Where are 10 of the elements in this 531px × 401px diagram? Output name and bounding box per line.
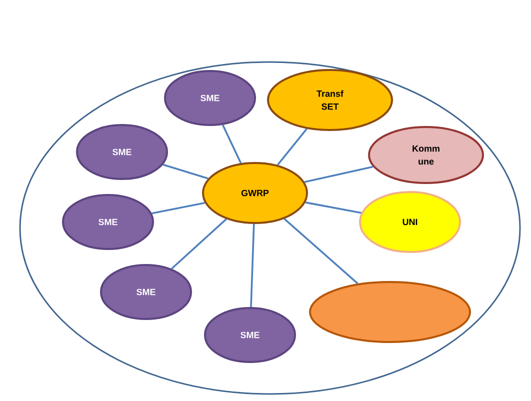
connector-line bbox=[304, 166, 374, 183]
connector-line bbox=[305, 202, 362, 214]
ellipse bbox=[309, 281, 471, 343]
connector-line bbox=[162, 164, 208, 180]
connector-line bbox=[152, 202, 205, 214]
connector-line bbox=[250, 224, 255, 308]
connector-line bbox=[284, 218, 358, 284]
connector-line bbox=[171, 218, 227, 270]
connector-line bbox=[222, 124, 242, 164]
connector-line bbox=[276, 128, 308, 166]
